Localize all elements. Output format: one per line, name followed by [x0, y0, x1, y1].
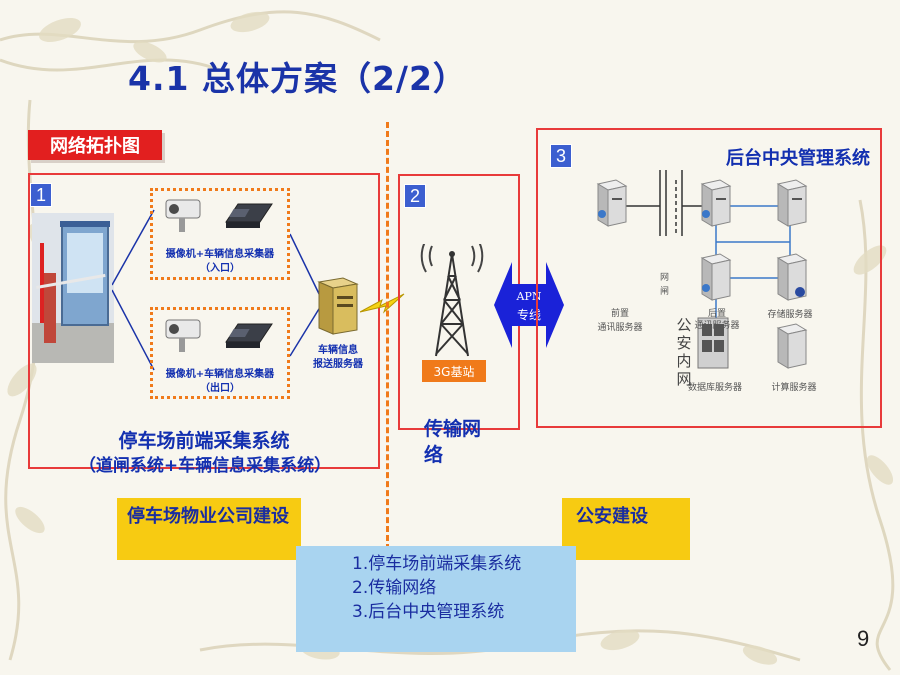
- backend-network-diagram: [596, 170, 808, 369]
- front-server-icon: [596, 179, 628, 227]
- police-char-4: 网: [676, 370, 692, 388]
- entrance-sub-label: （入口）: [200, 263, 240, 274]
- cell-tower-icon: [420, 244, 484, 357]
- front-server-label-1: 前置: [610, 309, 629, 319]
- zone1-frame: [28, 173, 380, 469]
- police-char-2: 安: [676, 334, 692, 352]
- zone2-name-2: 络: [424, 444, 444, 466]
- zone3-title: 后台中央管理系统: [726, 148, 870, 169]
- gate-label-1: 网: [660, 273, 670, 283]
- storage-server-label: 存储服务器: [767, 310, 813, 320]
- exit-collector-icon: [225, 323, 273, 348]
- summary-item-1: 1.停车场前端采集系统: [352, 554, 522, 574]
- apn-double-arrow: [494, 262, 564, 348]
- back-server-label-1: 后置: [707, 309, 726, 319]
- zone1-system-name: 停车场前端采集系统: [118, 430, 290, 452]
- property-company-build-box: 停车场物业公司建设: [117, 498, 301, 560]
- summary-item-3: 3.后台中央管理系统: [352, 602, 505, 622]
- compute-server-label: 计算服务器: [771, 383, 817, 393]
- report-server-label-2: 报送服务器: [313, 359, 363, 370]
- base-station-label: 3G基站: [422, 360, 486, 382]
- exit-label: 摄像机+车辆信息采集器: [165, 369, 275, 380]
- report-server-label-1: 车辆信息: [318, 345, 358, 356]
- section-divider: [386, 122, 389, 550]
- parking-gate-photo: [32, 213, 114, 363]
- summary-item-2: 2.传输网络: [352, 578, 437, 598]
- exit-camera-icon: [165, 319, 201, 352]
- section-tag: 网络拓扑图: [28, 130, 162, 160]
- zone1-number: 1: [30, 183, 52, 207]
- slide-title: 4.1 总体方案（2/2）: [128, 59, 467, 98]
- zone2-name-1: 传输网: [424, 418, 482, 440]
- zone3-frame: [536, 128, 882, 428]
- exit-sub-label: （出口）: [200, 383, 240, 394]
- police-char-3: 内: [676, 352, 692, 370]
- zone3-number: 3: [550, 144, 572, 168]
- exit-collector-box: [150, 307, 290, 399]
- entrance-camera-icon: [165, 199, 201, 232]
- back-server-label-2: 通讯服务器: [694, 321, 740, 331]
- gate-to-collectors-lines: [112, 209, 155, 371]
- collectors-to-server-lines: [290, 233, 323, 357]
- page-number: 9: [857, 626, 870, 651]
- zone2-number: 2: [404, 184, 426, 208]
- db-server-label: 数据库服务器: [687, 383, 742, 393]
- police-build-box: 公安建设: [562, 498, 690, 560]
- zone1-system-sub: （道闸系统+车辆信息采集系统）: [78, 456, 332, 476]
- entrance-label: 摄像机+车辆信息采集器: [165, 249, 275, 260]
- entrance-collector-icon: [225, 203, 273, 228]
- report-server-icon: [317, 277, 359, 335]
- apn-label-1: APN: [516, 290, 542, 303]
- police-intranet-label: 公 安 内 网: [676, 316, 692, 388]
- gate-label-2: 闸: [660, 287, 670, 297]
- police-char-1: 公: [676, 316, 692, 334]
- front-server-label-2: 通讯服务器: [597, 323, 643, 333]
- apn-label-2: 专线: [516, 308, 541, 322]
- summary-panel: 1.停车场前端采集系统 2.传输网络 3.后台中央管理系统: [296, 546, 576, 652]
- entrance-collector-box: [150, 188, 290, 280]
